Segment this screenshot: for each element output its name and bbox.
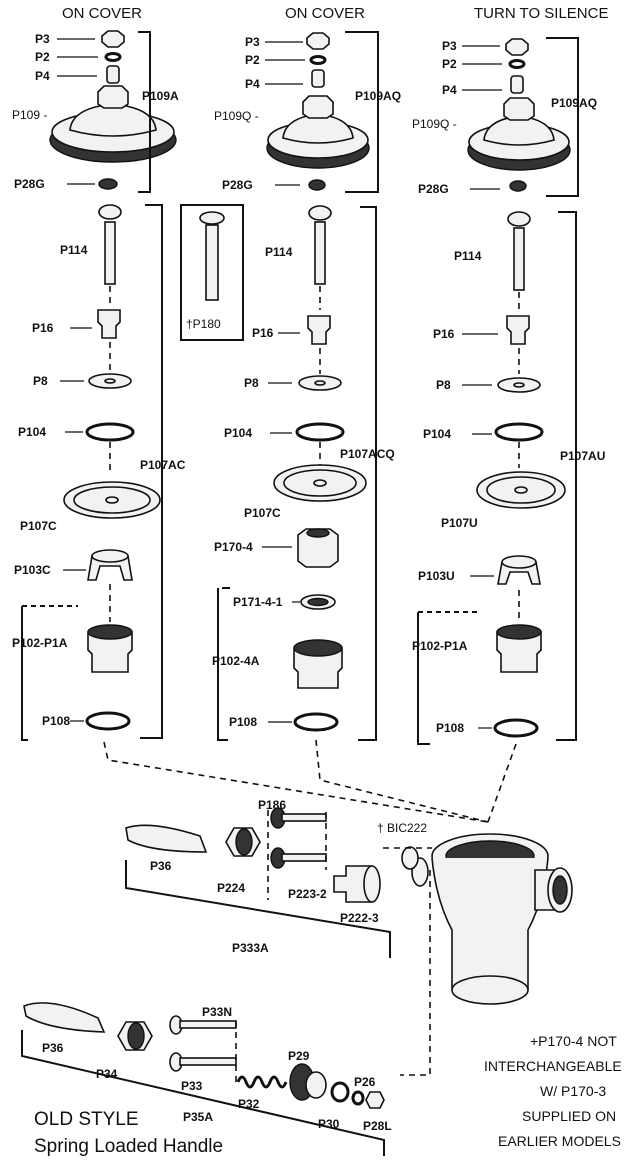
col2-p3-label: P3 bbox=[245, 35, 260, 49]
col2-p109q-label: P109Q - bbox=[214, 109, 259, 123]
p36-handle-part bbox=[125, 824, 208, 853]
handle-bic222-label: † BIC222 bbox=[377, 821, 427, 835]
col2-p171-label: P171-4-1 bbox=[233, 595, 283, 609]
col3-p114-label: P114 bbox=[454, 249, 482, 263]
col2-p102-label: P102-4A bbox=[212, 654, 260, 668]
col3-group-bottom-label: P107AU bbox=[560, 449, 605, 463]
col1-p8-label: P8 bbox=[33, 374, 48, 388]
col2-p3-cap-part bbox=[306, 32, 330, 50]
old-p26-label: P26 bbox=[354, 1075, 376, 1089]
handle-p224-label: P224 bbox=[217, 881, 245, 895]
p16-part bbox=[97, 309, 121, 339]
col1-p107c-label: P107C bbox=[20, 519, 57, 533]
col1-p109-label: P109 - bbox=[12, 108, 47, 122]
col1-p104-label: P104 bbox=[18, 425, 46, 439]
col2-p107c-label: P107C bbox=[244, 506, 281, 520]
col2-p2-label: P2 bbox=[245, 53, 260, 67]
old-group-label: P35A bbox=[183, 1110, 213, 1124]
col1-p28g-label: P28G bbox=[14, 177, 45, 191]
note-line1: +P170-4 NOT bbox=[530, 1033, 617, 1049]
col1-p16-label: P16 bbox=[32, 321, 54, 335]
col3-p28g-label: P28G bbox=[418, 182, 449, 196]
col3-group-top-label: P109AQ bbox=[551, 96, 597, 110]
col3-p8-label: P8 bbox=[436, 378, 451, 392]
old-style-subtitle: Spring Loaded Handle bbox=[34, 1136, 223, 1157]
col2-p4-label: P4 bbox=[245, 77, 260, 91]
col1-group-bottom-label: P107AC bbox=[140, 458, 186, 472]
col1-p114-label: P114 bbox=[60, 243, 88, 257]
handle-assembly-p333a: P36 P224 P186 P223-2 P222-3 † BIC222 P33… bbox=[125, 798, 432, 958]
header-col3: TURN TO SILENCE bbox=[474, 5, 608, 22]
old-p33n-label: P33N bbox=[202, 1005, 232, 1019]
col1-p4-label: P4 bbox=[35, 69, 50, 83]
col2-p104-label: P104 bbox=[224, 426, 252, 440]
old-style-title: OLD STYLE bbox=[34, 1109, 139, 1130]
col3-p109q-label: P109Q - bbox=[412, 117, 457, 131]
col2-p16-label: P16 bbox=[252, 326, 274, 340]
bic222-part bbox=[401, 846, 419, 870]
col3-p104-label: P104 bbox=[423, 427, 451, 441]
handle-p36-label: P36 bbox=[150, 859, 172, 873]
p103c-part bbox=[87, 555, 133, 581]
handle-p223-label: P223-2 bbox=[288, 887, 327, 901]
header-col2: ON COVER bbox=[285, 5, 365, 22]
col3-p103u-label: P103U bbox=[418, 569, 455, 583]
note-line4: SUPPLIED ON bbox=[522, 1108, 616, 1124]
col3-p4-label: P4 bbox=[442, 83, 457, 97]
header-col1: ON COVER bbox=[62, 5, 142, 22]
col3-p16-label: P16 bbox=[433, 327, 455, 341]
col2-group-bottom-label: P107ACQ bbox=[340, 447, 395, 461]
p3-cap-part bbox=[101, 30, 125, 48]
col1-p2-label: P2 bbox=[35, 50, 50, 64]
old-p33-label: P33 bbox=[181, 1079, 203, 1093]
col2-p108-label: P108 bbox=[229, 715, 257, 729]
p104-part bbox=[85, 422, 135, 442]
handle-p222-label: P222-3 bbox=[340, 911, 379, 925]
col1-p3-label: P3 bbox=[35, 32, 50, 46]
col1-p102-label: P102-P1A bbox=[12, 636, 68, 650]
p28g-part bbox=[98, 178, 118, 190]
col3-p108-label: P108 bbox=[436, 721, 464, 735]
col2-p8-label: P8 bbox=[244, 376, 259, 390]
old-p36-label: P36 bbox=[42, 1041, 64, 1055]
col2-p114-label: P114 bbox=[265, 245, 293, 259]
inset-p180: †P180 bbox=[180, 204, 244, 341]
faucet-body bbox=[411, 833, 573, 1005]
col3-p102-label: P102-P1A bbox=[412, 639, 468, 653]
note-line5: EARLIER MODELS bbox=[498, 1133, 621, 1149]
column-3: P3 P2 P4 P109Q - P28G P109AQ P114 P16 P8… bbox=[412, 37, 605, 745]
p102-4a-part bbox=[293, 647, 343, 689]
p108-part bbox=[85, 711, 131, 731]
col1-p103c-label: P103C bbox=[14, 563, 51, 577]
assembly-leader-lines bbox=[103, 739, 517, 1076]
col3-p3-label: P3 bbox=[442, 39, 457, 53]
interchange-note: +P170-4 NOT INTERCHANGEABLE W/ P170-3 SU… bbox=[484, 1033, 622, 1149]
handle-p186-label: P186 bbox=[258, 798, 286, 812]
col3-p2-label: P2 bbox=[442, 57, 457, 71]
col3-p107u-label: P107U bbox=[441, 516, 478, 530]
handle-group-label: P333A bbox=[232, 941, 269, 955]
column-1: P3 P2 P4 P109 - P28G P109A P114 P16 bbox=[12, 30, 186, 741]
old-style-assembly-p35a: P36 P34 P33N P33 P32 P29 P30 P26 P28L P3… bbox=[21, 1002, 392, 1156]
p2-washer-part bbox=[104, 52, 122, 62]
old-p29-label: P29 bbox=[288, 1049, 310, 1063]
col2-p28g-label: P28G bbox=[222, 178, 253, 192]
note-line3: W/ P170-3 bbox=[540, 1083, 606, 1099]
col1-p108-label: P108 bbox=[42, 714, 70, 728]
old-p28l-label: P28L bbox=[363, 1119, 392, 1133]
p109-nut-part bbox=[97, 85, 129, 109]
inset-label: †P180 bbox=[186, 317, 221, 331]
p114-head-part bbox=[98, 204, 122, 220]
p4-part bbox=[106, 65, 120, 84]
col2-p170-label: P170-4 bbox=[214, 540, 253, 554]
p32-spring-part bbox=[236, 1075, 288, 1089]
col2-group-top-label: P109AQ bbox=[355, 89, 401, 103]
col1-group-top-label: P109A bbox=[142, 89, 179, 103]
p102-p1a-part bbox=[87, 631, 133, 673]
column-2: P3 P2 P4 P109Q - P28G P109AQ P114 P16 P8… bbox=[212, 31, 401, 741]
note-line2: INTERCHANGEABLE bbox=[484, 1058, 622, 1074]
